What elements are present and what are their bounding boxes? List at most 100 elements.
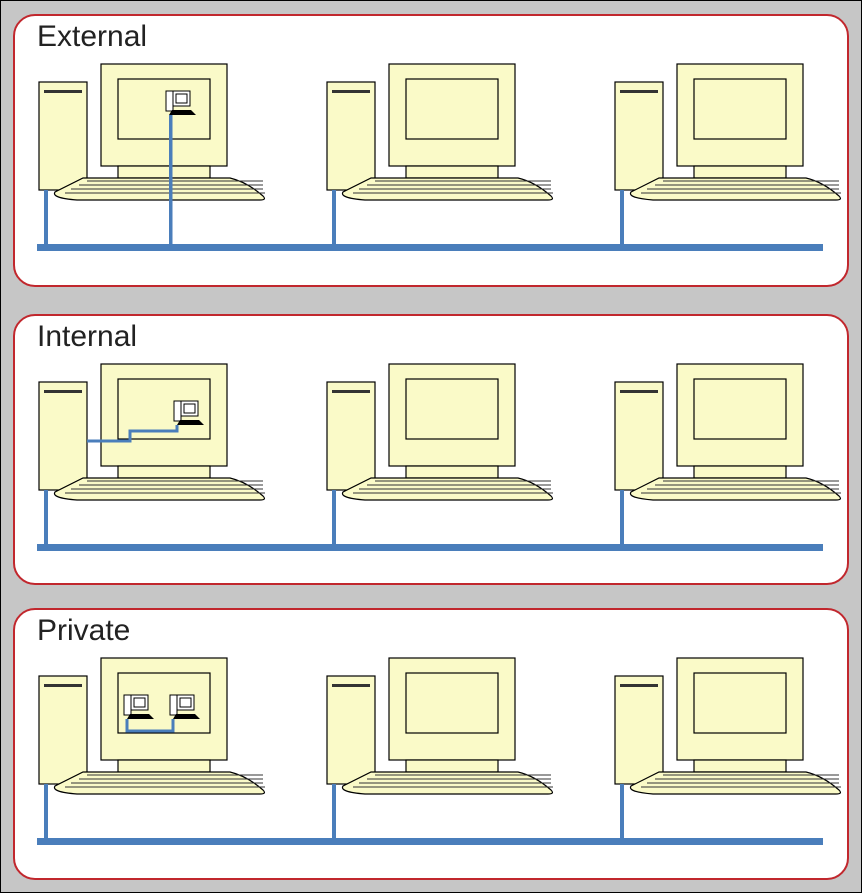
monitor-screen	[693, 672, 787, 734]
monitor-stand	[693, 165, 787, 179]
external-network-diagram	[37, 63, 842, 251]
drive-slot	[44, 90, 82, 93]
vm-host-only-link	[87, 425, 179, 443]
monitor-icon	[676, 657, 804, 773]
vm-tower	[173, 400, 182, 422]
monitor-stand	[405, 759, 499, 773]
monitor-screen	[117, 78, 211, 140]
keyboard-icon	[341, 477, 554, 501]
drive-slot	[620, 684, 658, 687]
monitor-icon	[100, 363, 228, 479]
monitor-stand	[405, 465, 499, 479]
internal-panel: Internal	[13, 314, 849, 585]
panel-title-external: External	[37, 20, 148, 53]
host-network-link	[620, 784, 624, 841]
computer	[614, 657, 842, 795]
vm-screen	[133, 697, 146, 708]
tower-icon	[614, 675, 664, 785]
keyboard-icon	[629, 771, 842, 795]
monitor-stand	[117, 165, 211, 179]
monitor-stand	[117, 759, 211, 773]
vm-screen	[175, 93, 188, 104]
computer	[38, 63, 266, 201]
vm-keyboard	[169, 110, 196, 115]
vm-computer-icon	[165, 90, 196, 115]
tower-case	[614, 381, 664, 491]
vm-tower	[123, 694, 132, 716]
drive-slot	[620, 390, 658, 393]
vm-tower	[165, 90, 174, 112]
monitor-icon	[388, 363, 516, 479]
host-network-link	[44, 784, 48, 841]
monitor-screen	[405, 672, 499, 734]
tower-icon	[326, 675, 376, 785]
drive-slot	[332, 90, 370, 93]
computer	[326, 63, 554, 201]
tower-case	[38, 81, 88, 191]
monitor-icon	[388, 657, 516, 773]
computer	[38, 363, 266, 501]
tower-case	[614, 675, 664, 785]
tower-case	[326, 381, 376, 491]
keyboard-icon	[53, 477, 266, 501]
tower-case	[38, 675, 88, 785]
computer	[326, 657, 554, 795]
tower-icon	[38, 381, 88, 491]
vm-screen	[183, 403, 196, 414]
external-panel: External	[13, 14, 849, 287]
tower-icon	[614, 81, 664, 191]
host-network-link	[332, 190, 336, 247]
keyboard-icon	[629, 177, 842, 201]
drive-slot	[44, 390, 82, 393]
monitor-stand	[693, 465, 787, 479]
host-network-link	[620, 490, 624, 547]
monitor-stand	[117, 465, 211, 479]
monitor-stand	[693, 759, 787, 773]
host-network-link	[620, 190, 624, 247]
drive-slot	[332, 390, 370, 393]
monitor-icon	[676, 63, 804, 179]
vm-keyboard	[177, 420, 204, 425]
host-network-link	[332, 490, 336, 547]
keyboard-icon	[53, 177, 266, 201]
panel-title-internal: Internal	[37, 320, 138, 353]
vm-tower	[169, 694, 178, 716]
tower-case	[326, 81, 376, 191]
network-bus	[37, 544, 823, 551]
keyboard-icon	[629, 477, 842, 501]
internal-network-diagram	[37, 363, 842, 551]
monitor-screen	[693, 378, 787, 440]
computer	[38, 657, 266, 795]
keyboard-icon	[341, 771, 554, 795]
monitor-icon	[100, 657, 228, 773]
tower-icon	[614, 381, 664, 491]
vm-private-link	[125, 719, 175, 733]
tower-case	[38, 381, 88, 491]
vm-computer-icon	[173, 400, 204, 425]
tower-icon	[326, 381, 376, 491]
host-network-link	[332, 784, 336, 841]
computer	[326, 363, 554, 501]
host-network-link	[44, 490, 48, 547]
private-panel: Private	[13, 608, 849, 880]
monitor-stand	[405, 165, 499, 179]
monitor-icon	[388, 63, 516, 179]
network-bus	[37, 838, 823, 845]
vm-keyboard	[173, 714, 200, 719]
network-bus	[37, 244, 823, 251]
drive-slot	[620, 90, 658, 93]
tower-icon	[38, 81, 88, 191]
vm-bridge-link	[169, 115, 173, 247]
private-network-diagram	[37, 657, 842, 845]
monitor-icon	[100, 63, 228, 179]
keyboard-icon	[341, 177, 554, 201]
host-network-link	[44, 190, 48, 247]
vm-screen	[179, 697, 192, 708]
tower-icon	[38, 675, 88, 785]
drive-slot	[44, 684, 82, 687]
monitor-screen	[693, 78, 787, 140]
computer	[614, 63, 842, 201]
tower-icon	[326, 81, 376, 191]
vm-keyboard	[127, 714, 154, 719]
